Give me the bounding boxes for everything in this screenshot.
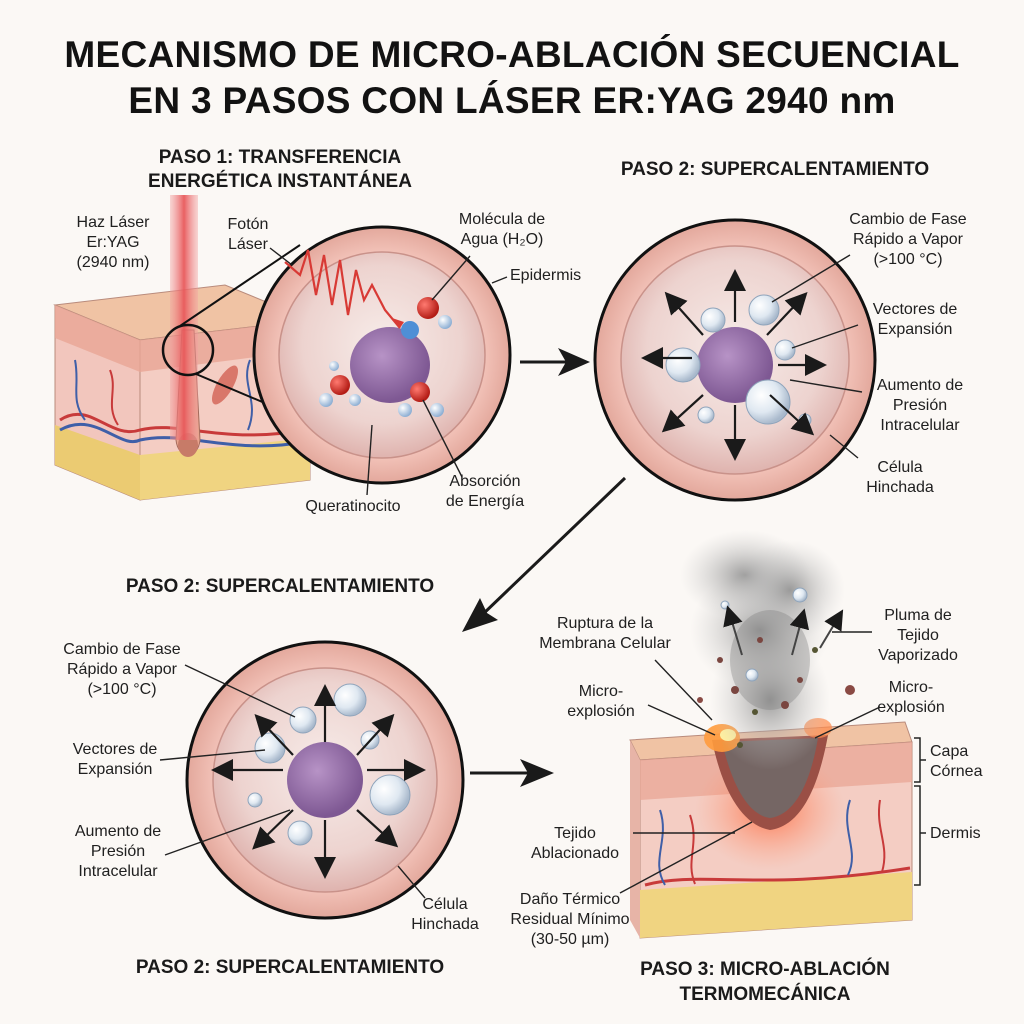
main-title-line-2: EN 3 PASOS CON LÁSER ER:YAG 2940 nm [128, 80, 896, 121]
panel3-leader-lines [159, 664, 426, 899]
label-micro-explosion-left: Micro-explosión [567, 683, 635, 720]
step2-heading-bottom: PASO 2: SUPERCALENTAMIENTO [135, 957, 445, 978]
ablation-skin-block [629, 721, 913, 939]
expansion-arrows-top [641, 269, 827, 461]
step2-heading-top-right: PASO 2: SUPERCALENTAMIENTO [620, 159, 930, 180]
label-epidermis: Epidermis [510, 267, 582, 284]
step1-heading-line-2: ENERGÉTICA INSTANTÁNEA [148, 171, 412, 192]
panel1-leader-lines [269, 247, 508, 496]
water-molecule-main [401, 297, 452, 339]
superheated-cell-bottom [185, 640, 465, 920]
photon-wave [284, 249, 401, 329]
plume-arrows [723, 605, 844, 656]
keratinocyte-cell [252, 225, 512, 485]
panel2-leader-lines [771, 254, 863, 459]
debris-particles [697, 587, 855, 748]
panel4-leader-lines [619, 631, 881, 894]
expansion-arrows-bottom [211, 684, 426, 879]
step1-heading-line-1: PASO 1: TRANSFERENCIA [158, 147, 402, 168]
label-keratinocyte: Queratinocito [305, 498, 401, 515]
main-title-line-1: MECANISMO DE MICRO-ABLACIÓN SECUENCIAL [64, 34, 960, 75]
water-molecule-left [319, 375, 361, 407]
layer-brackets [914, 737, 926, 886]
label-dermis: Dermis [930, 825, 981, 842]
label-micro-explosion-right: Micro-explosión [877, 679, 945, 716]
flow-arrow-2 [480, 476, 627, 617]
step2-heading-left: PASO 2: SUPERCALENTAMIENTO [125, 576, 435, 597]
nucleus [350, 327, 430, 403]
superheated-cell-top [593, 218, 877, 502]
water-molecule-right [398, 382, 444, 417]
vapor-plume [680, 530, 845, 770]
step3-heading-line-1: PASO 3: MICRO-ABLACIÓN [640, 959, 890, 980]
zoom-circle [161, 323, 215, 377]
step3-heading-line-2: TERMOMECÁNICA [679, 984, 851, 1005]
zoom-line-top [179, 244, 301, 327]
